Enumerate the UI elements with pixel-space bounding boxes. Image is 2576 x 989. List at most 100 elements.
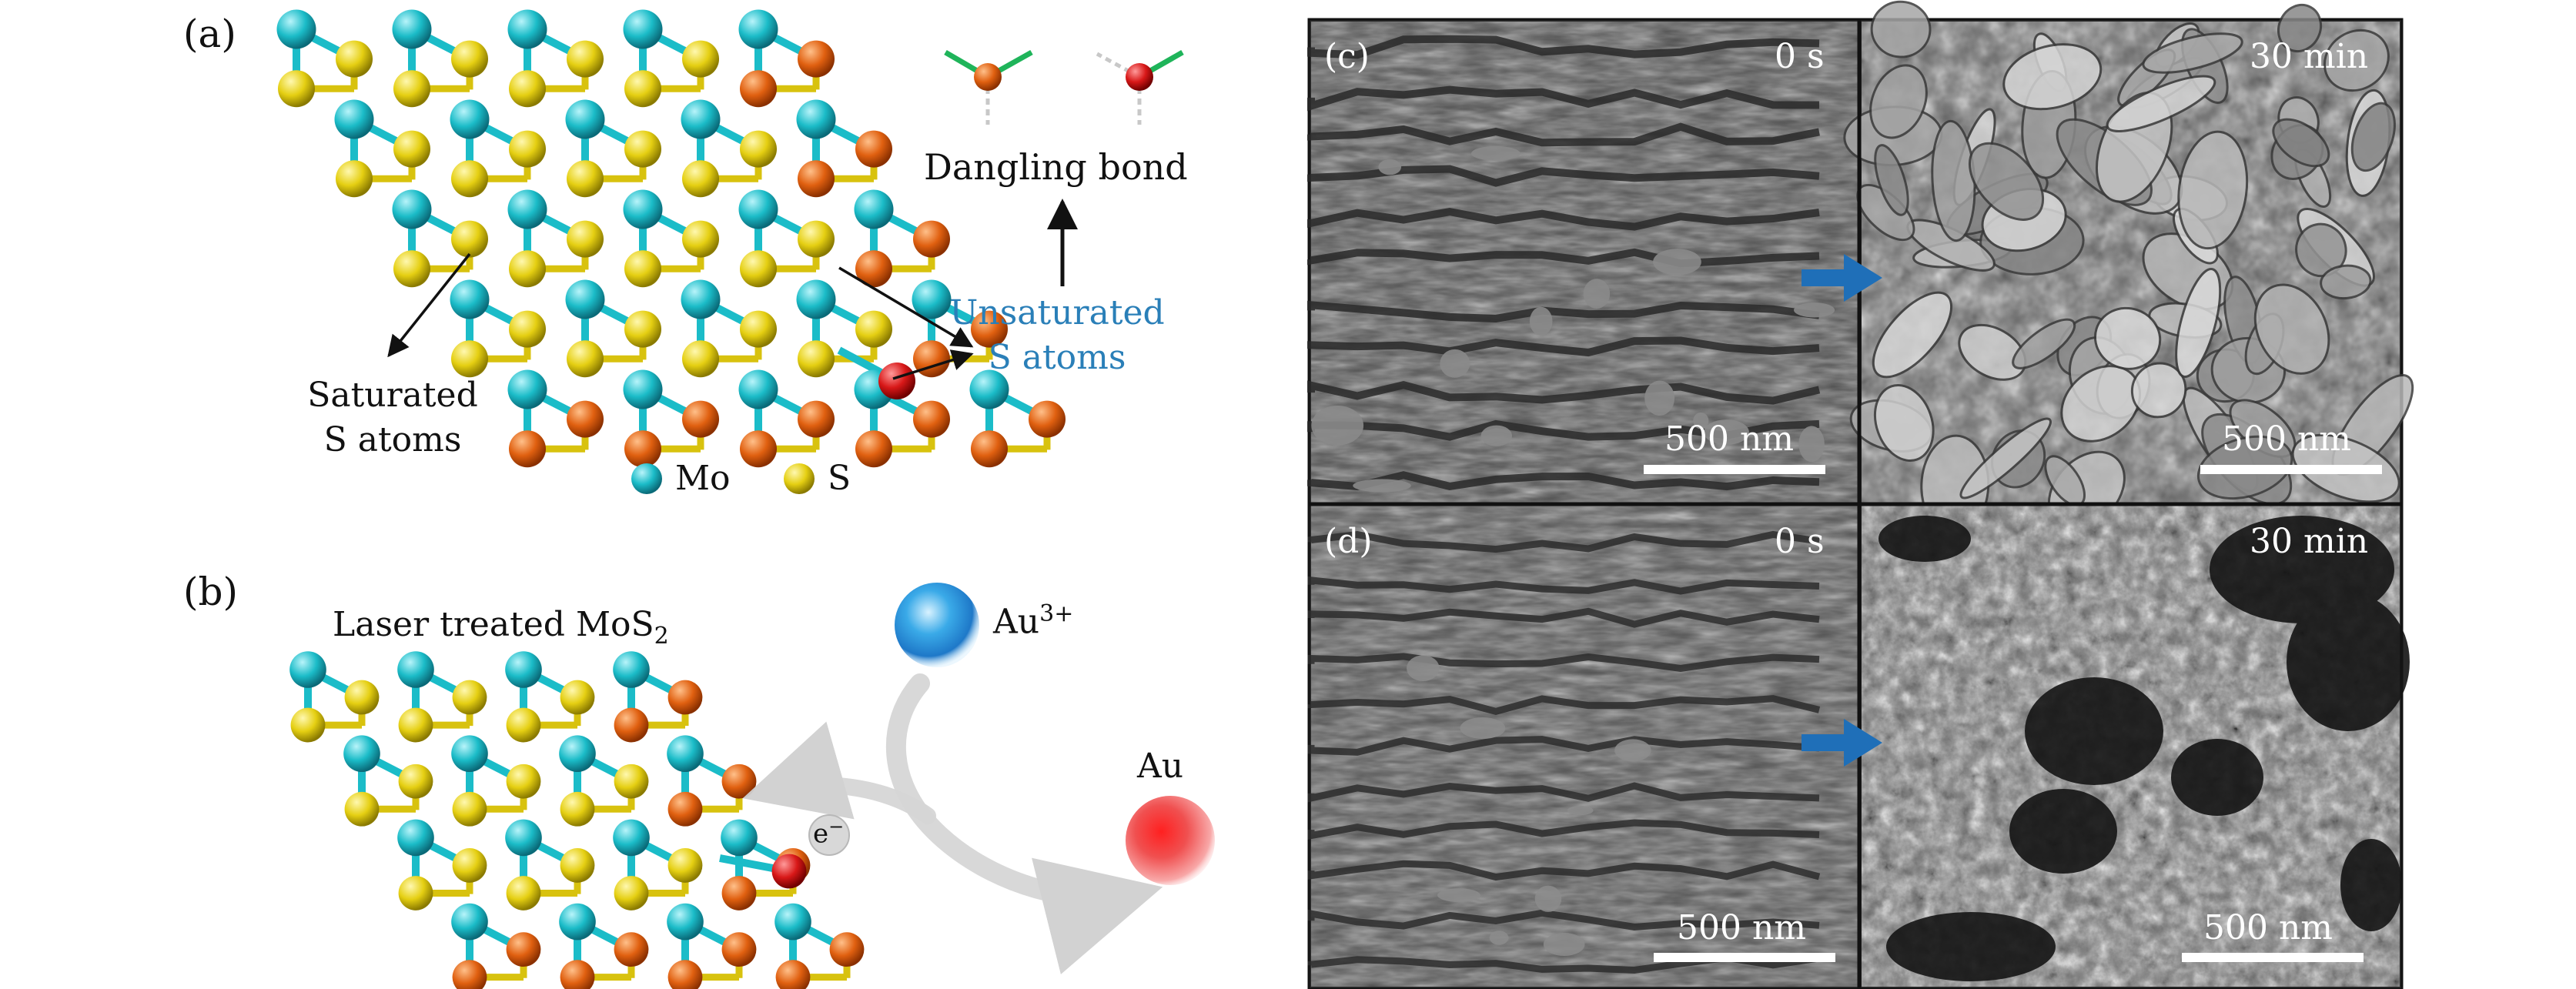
mo-atom bbox=[507, 189, 547, 229]
mo-atom bbox=[796, 279, 836, 319]
sem-grain bbox=[2130, 362, 2187, 419]
sem-stripe bbox=[1307, 208, 1820, 231]
s-atom-dangling bbox=[878, 363, 915, 399]
s-atom bbox=[336, 160, 373, 198]
mo-atom bbox=[334, 99, 374, 139]
s-atom bbox=[509, 70, 546, 108]
s-atom-unsaturated bbox=[740, 430, 777, 468]
sem-stripe bbox=[1307, 380, 1821, 405]
s-atom bbox=[624, 250, 661, 288]
sem-d-left-scale-bar bbox=[1654, 953, 1835, 962]
mo-atom bbox=[681, 99, 721, 139]
mo-atom bbox=[505, 651, 542, 688]
s-atom-unsaturated bbox=[855, 130, 892, 168]
sem-c-blue-arrow-icon bbox=[1802, 254, 1882, 302]
s-atom-unsaturated bbox=[913, 400, 950, 438]
panel-b-label: (b) bbox=[183, 570, 239, 614]
sem-grain bbox=[2093, 306, 2162, 370]
s-atom bbox=[451, 220, 488, 258]
au-metal-sphere-icon bbox=[1126, 796, 1215, 885]
sem-particle bbox=[1440, 349, 1470, 378]
au-ion-label: Au3+ bbox=[993, 600, 1073, 642]
reduction-arc-arrow bbox=[885, 673, 1163, 974]
au-ion-sphere-icon bbox=[895, 583, 979, 667]
electron-label-sup: − bbox=[828, 816, 845, 837]
panel-a bbox=[276, 9, 1184, 494]
s-atom bbox=[506, 876, 541, 910]
sem-d-blue-arrow-icon bbox=[1802, 719, 1882, 767]
lattice-atoms bbox=[276, 9, 1066, 468]
s-atom-unsaturated bbox=[798, 400, 835, 438]
s-atom bbox=[624, 310, 661, 348]
sem-grain bbox=[2323, 28, 2390, 92]
sem-particle bbox=[1529, 306, 1553, 336]
electron-label-main: e bbox=[813, 818, 829, 850]
panel-d-right-scale-label: 500 nm bbox=[2203, 908, 2333, 947]
s-atom-unsaturated bbox=[775, 960, 811, 989]
s-atom-unsaturated bbox=[560, 960, 595, 989]
s-atom bbox=[560, 791, 595, 827]
s-atom-dangling bbox=[771, 854, 807, 889]
s-atom bbox=[452, 848, 487, 883]
unsaturated-arrow-1 bbox=[838, 266, 974, 348]
sem-d-right-scale-bar bbox=[2182, 953, 2364, 962]
panel-c-label: (c) bbox=[1324, 37, 1370, 76]
sem-grain bbox=[2142, 32, 2243, 74]
sem-particle bbox=[1471, 145, 1521, 161]
sem-stripe bbox=[1307, 736, 1820, 756]
s-atom-unsaturated bbox=[506, 932, 541, 967]
mo-atom bbox=[613, 819, 650, 857]
s-atom-unsaturated bbox=[855, 430, 892, 468]
sem-particle bbox=[1437, 888, 1480, 903]
s-atom bbox=[614, 763, 649, 799]
panel-b bbox=[289, 583, 1215, 989]
sem-grain bbox=[2060, 365, 2142, 443]
electron-arc-arrow bbox=[742, 721, 936, 824]
s-atom bbox=[451, 340, 488, 378]
panel-d-label: (d) bbox=[1324, 522, 1373, 561]
sem-c-left-scale-bar bbox=[1644, 465, 1825, 474]
mo-atom bbox=[738, 369, 778, 409]
s-atom bbox=[567, 160, 604, 198]
electron-icon bbox=[808, 814, 850, 856]
mo-atom bbox=[969, 369, 1009, 409]
panel-d-left-scale-label: 500 nm bbox=[1677, 908, 1807, 947]
s-atom-unsaturated bbox=[798, 40, 835, 78]
sem-grain bbox=[1959, 417, 2052, 500]
sem-grain bbox=[2002, 43, 2103, 111]
sem-grain bbox=[1870, 0, 1932, 58]
s-atom bbox=[344, 791, 380, 827]
mo-atom bbox=[623, 369, 663, 409]
laser-treated-title: Laser treated MoS2 bbox=[333, 605, 669, 650]
s-atom-unsaturated bbox=[614, 707, 649, 743]
sem-grain bbox=[2012, 318, 2076, 369]
saturated-label: Saturated S atoms bbox=[293, 373, 493, 463]
panel-a-label: (a) bbox=[183, 12, 236, 56]
panel-d-right-time: 30 min bbox=[2250, 522, 2369, 561]
sem-stripe bbox=[1307, 85, 1820, 112]
s-atom-unsaturated bbox=[855, 250, 892, 288]
sem-particle bbox=[1460, 717, 1506, 740]
s-atom-unsaturated bbox=[971, 310, 1008, 348]
sem-particle bbox=[1583, 279, 1611, 309]
sem-grain bbox=[1958, 323, 2027, 381]
mo-atom bbox=[854, 189, 894, 229]
sem-stripe bbox=[1307, 248, 1820, 268]
s-atom bbox=[452, 680, 487, 715]
s-atom bbox=[798, 220, 835, 258]
s-atom-unsaturated bbox=[721, 932, 757, 967]
sem-stripe bbox=[1307, 653, 1820, 673]
s-atom bbox=[398, 876, 433, 910]
sem-grain bbox=[1968, 142, 2045, 221]
mo-atom bbox=[623, 9, 663, 49]
sem-particle bbox=[1489, 931, 1509, 945]
s-atom-unsaturated bbox=[567, 400, 604, 438]
s-atom bbox=[614, 876, 649, 910]
mo-atom bbox=[451, 903, 488, 941]
s-atom bbox=[509, 250, 546, 288]
sem-stripe bbox=[1307, 819, 1820, 840]
s-atom-unsaturated bbox=[971, 430, 1008, 468]
sem-grain bbox=[2253, 283, 2330, 375]
unsaturated-label-line1: Unsaturated bbox=[949, 293, 1165, 332]
legend-mo-sphere-icon bbox=[631, 463, 662, 494]
